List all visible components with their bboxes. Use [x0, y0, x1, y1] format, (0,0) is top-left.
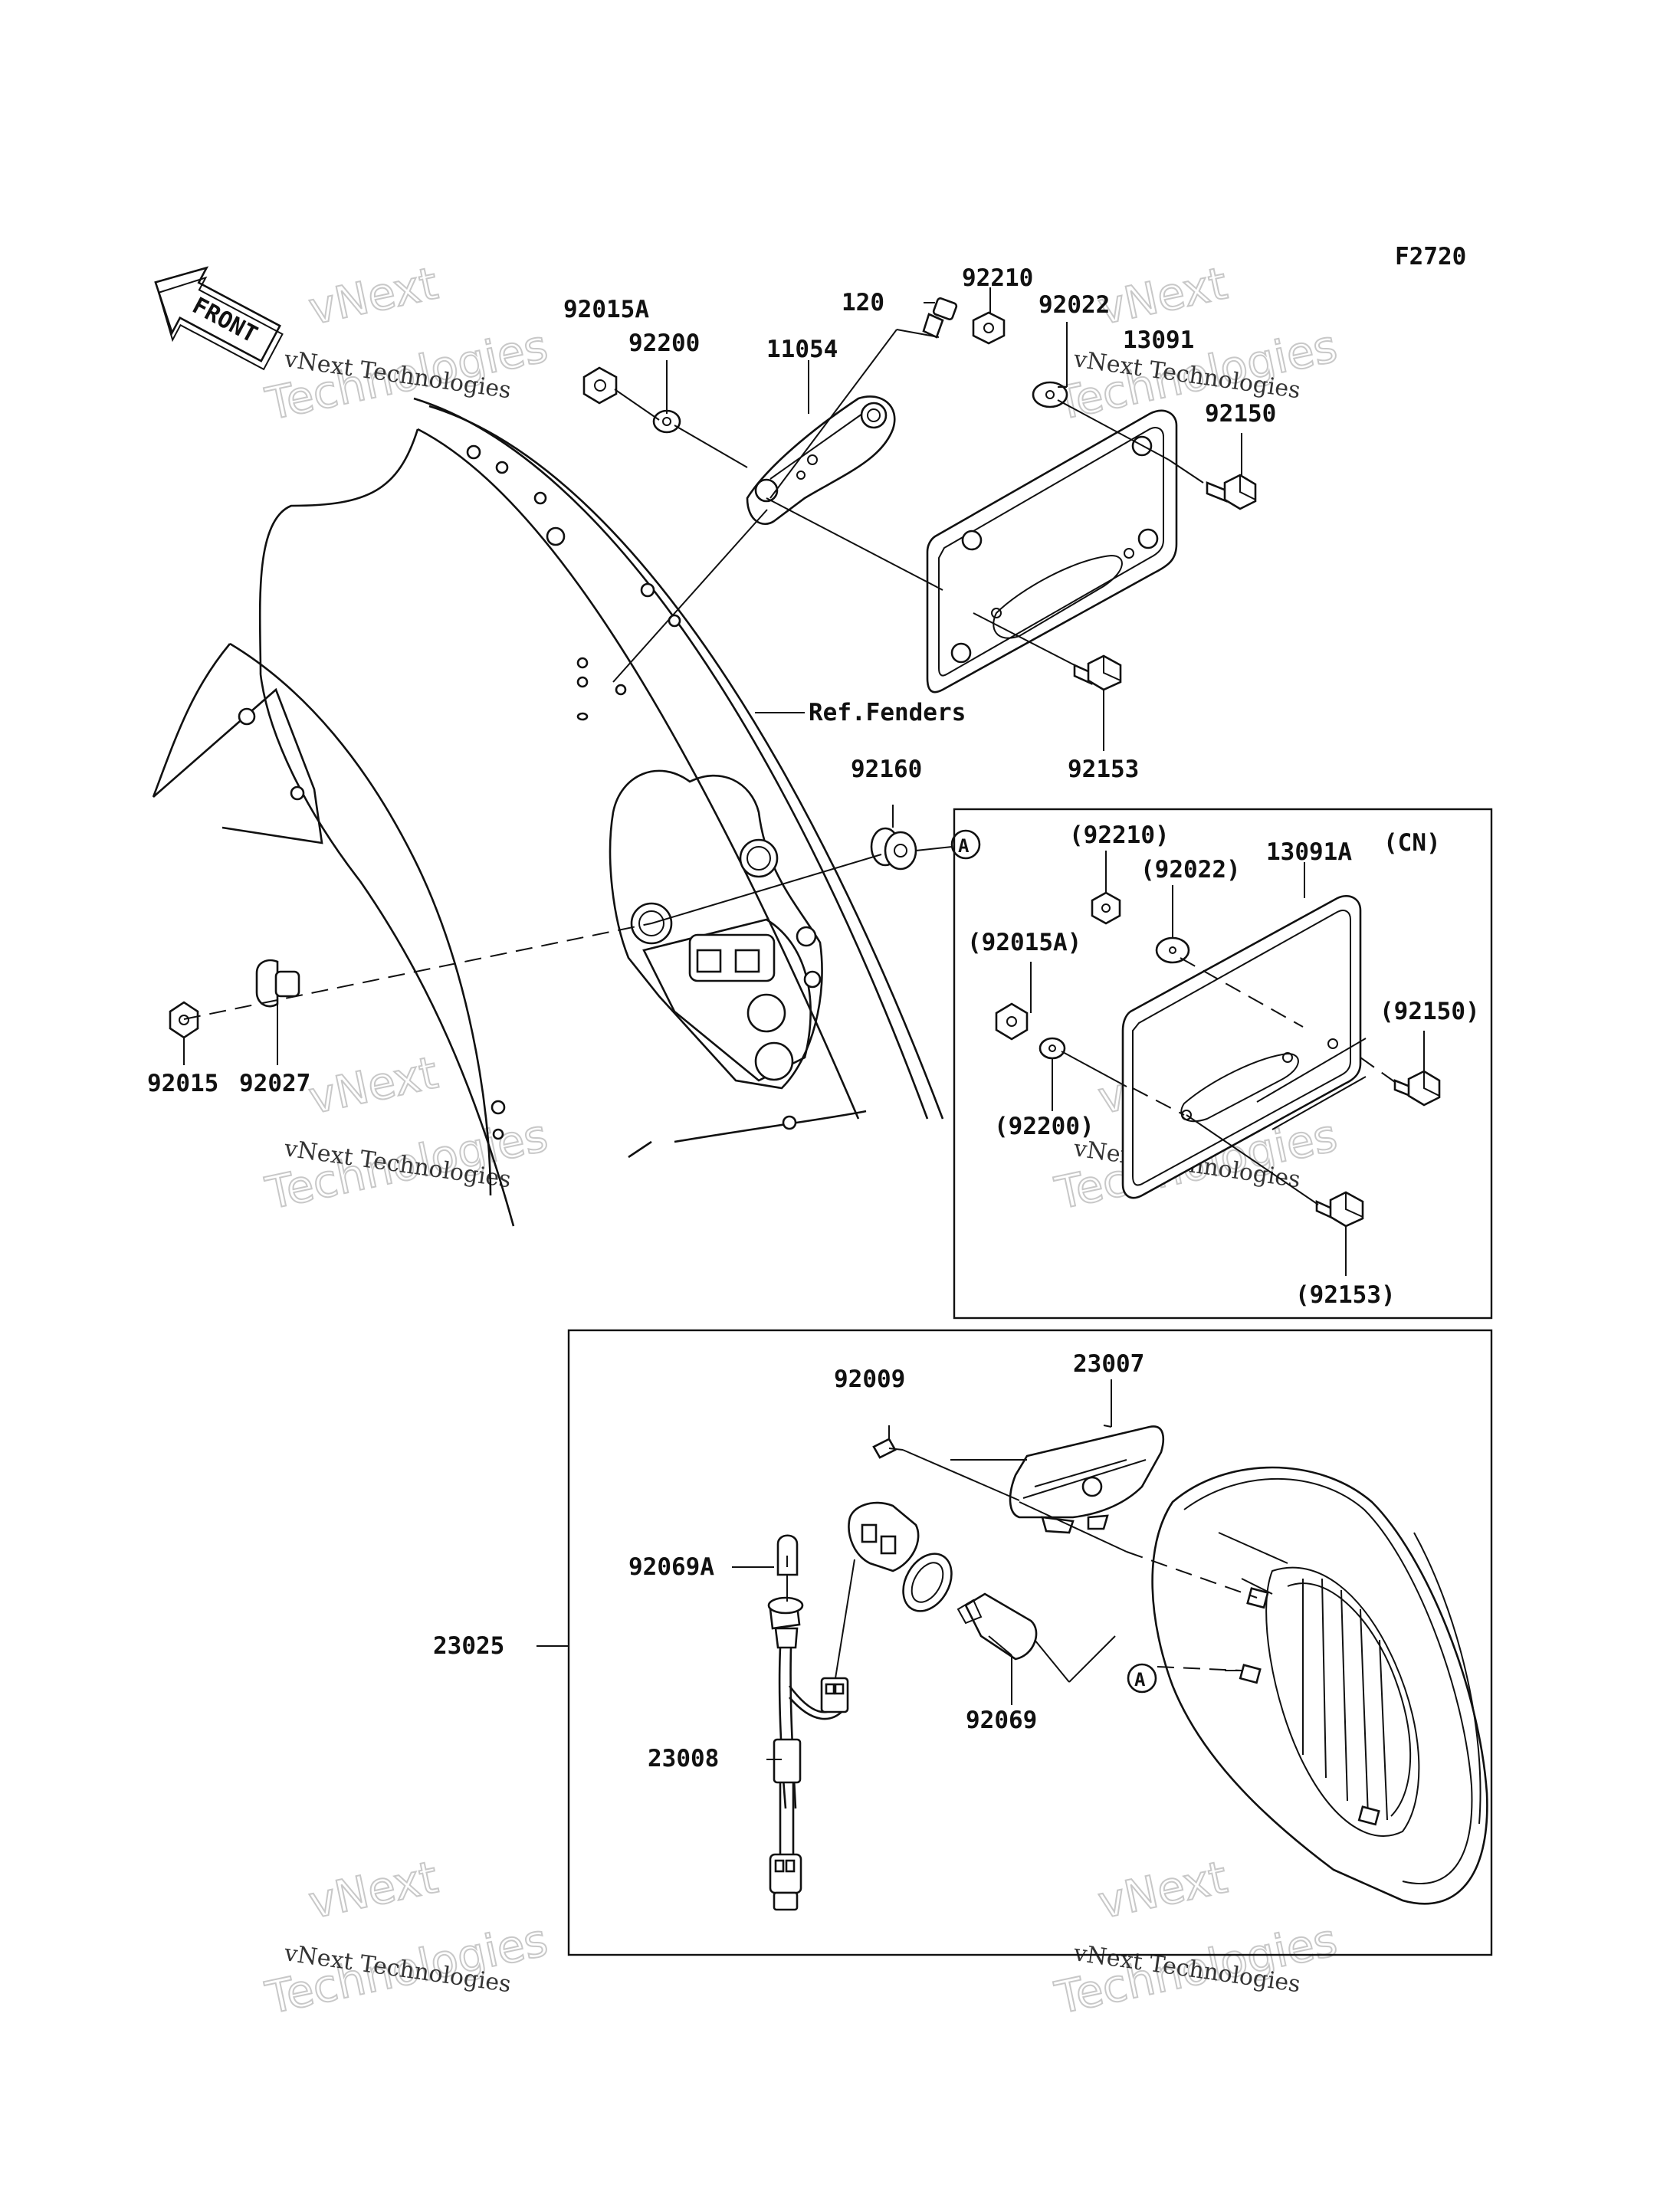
bolt-120-icon — [922, 297, 958, 339]
nut-92210-icon — [972, 311, 1006, 345]
wiring-harness-23008 — [767, 1596, 849, 1911]
part-label-92200: 92200 — [628, 330, 700, 357]
svg-text:A: A — [958, 835, 970, 857]
screw-92009-icon — [872, 1438, 904, 1459]
nut-92015A-icon — [582, 366, 618, 405]
part-label-92069A: 92069A — [628, 1553, 714, 1581]
bulb-92069A-icon — [776, 1534, 799, 1576]
part-label-92210-cn: (92210) — [1069, 821, 1170, 849]
nut-92015-icon — [169, 1001, 199, 1039]
cn-region-label: (CN) — [1383, 829, 1441, 857]
nut-92015A-cn-icon — [995, 1002, 1029, 1041]
part-label-23008: 23008 — [648, 1745, 719, 1772]
washer-92022-cn-icon — [1155, 936, 1190, 964]
license-bracket-11054 — [746, 395, 896, 526]
connector-A-marker-lamp: A — [1127, 1663, 1157, 1694]
svg-text:vNext: vNext — [304, 1851, 442, 1929]
leader-lines — [612, 287, 1242, 828]
svg-text:vNext: vNext — [304, 1046, 442, 1124]
part-label-23025: 23025 — [433, 1632, 504, 1660]
tail-lamp-assembly: 23025 — [433, 1329, 1493, 1956]
grommet-92160-icon — [870, 827, 917, 871]
svg-text:A: A — [1134, 1669, 1146, 1690]
part-label-13091A: 13091A — [1266, 838, 1352, 866]
connector-A-marker: A — [915, 829, 981, 860]
part-label-92200-cn: (92200) — [994, 1113, 1094, 1140]
part-label-92015: 92015 — [147, 1070, 218, 1097]
part-label-92027: 92027 — [239, 1070, 310, 1097]
bulb-92069-icon — [956, 1592, 1038, 1661]
svg-text:vNext: vNext — [1094, 1851, 1232, 1929]
part-label-92160: 92160 — [851, 756, 922, 783]
part-label-92150: 92150 — [1205, 400, 1276, 428]
washer-92200-cn-icon — [1039, 1037, 1066, 1060]
part-label-92150-cn: (92150) — [1380, 998, 1480, 1025]
cn-inset: (CN) 13091A (92210) (92022) (92015A) (92… — [953, 808, 1493, 1320]
bolt-92153-cn-icon — [1315, 1191, 1364, 1228]
bolt-92150-cn-icon — [1393, 1070, 1441, 1107]
washer-92022-icon — [1032, 381, 1068, 408]
part-label-92153-cn: (92153) — [1295, 1281, 1396, 1309]
ref-fenders-label: Ref.Fenders — [809, 699, 966, 726]
part-label-92153: 92153 — [1068, 756, 1139, 783]
part-label-92022: 92022 — [1039, 291, 1110, 319]
diagram-code: F2720 — [1395, 243, 1466, 271]
bolt-92153-icon — [1073, 654, 1122, 691]
part-label-92015A: 92015A — [563, 296, 649, 323]
part-label-92015A-cn: (92015A) — [967, 929, 1081, 956]
part-label-92022-cn: (92022) — [1140, 856, 1241, 884]
part-label-92069: 92069 — [966, 1707, 1037, 1734]
o-ring-icon — [902, 1553, 953, 1612]
part-label-120: 120 — [842, 289, 884, 316]
part-label-92210: 92210 — [962, 264, 1033, 292]
part-label-11054: 11054 — [766, 336, 838, 363]
bulb-socket-icon — [848, 1501, 920, 1572]
part-label-23007: 23007 — [1073, 1350, 1144, 1378]
part-label-13091: 13091 — [1123, 326, 1194, 354]
part-label-92009: 92009 — [834, 1366, 905, 1393]
lens-23007 — [1009, 1425, 1165, 1534]
rear-fender — [152, 397, 944, 1227]
collar-92027-icon — [255, 959, 300, 1008]
tail-lamp-housing — [1151, 1466, 1488, 1905]
front-arrow-icon: FRONT — [154, 266, 284, 371]
nut-92210-cn-icon — [1091, 891, 1121, 925]
washer-92200-icon — [652, 409, 681, 434]
svg-text:vNext: vNext — [1094, 257, 1232, 335]
bolt-92150-icon — [1206, 474, 1257, 510]
license-plate-holder-13091 — [926, 409, 1178, 694]
svg-text:vNext: vNext — [304, 257, 442, 335]
